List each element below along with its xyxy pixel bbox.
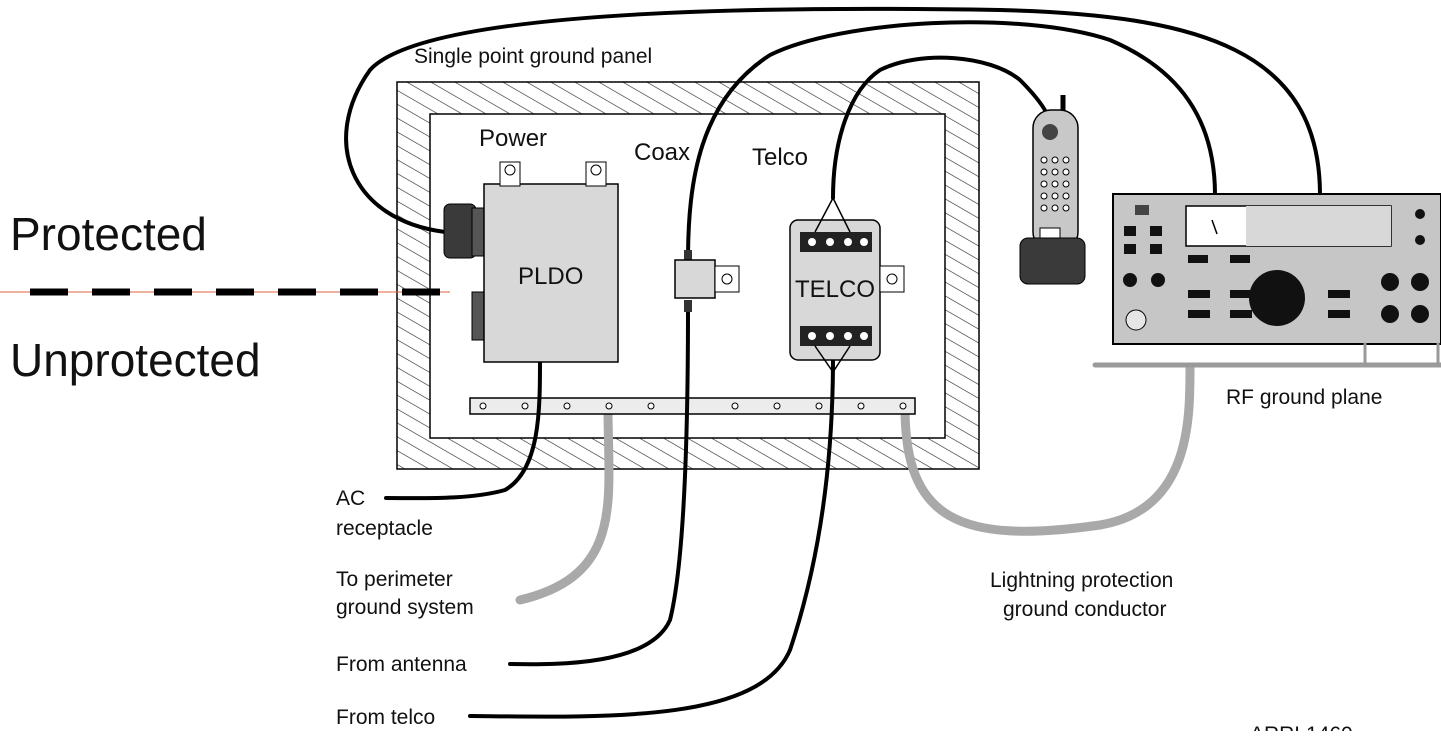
pldo-protector (443, 161, 619, 363)
ground-bus-bar (469, 397, 916, 415)
telco-bottom-cable (468, 356, 835, 719)
from-telco-label: From telco (336, 706, 435, 729)
pldo-label: PLDO (518, 263, 583, 290)
radio-transceiver (1112, 193, 1441, 345)
gray-conductors (515, 363, 1195, 605)
lightning-label-line1: Lightning protection (990, 569, 1173, 592)
power-label: Power (479, 125, 547, 152)
top-loop-cable (344, 6, 1322, 234)
lightning-ground-conductor (900, 363, 1195, 536)
perimeter-ground-conductor (515, 403, 614, 605)
rf-ground-plane (1092, 342, 1441, 368)
perimeter-label-line2: ground system (336, 596, 474, 619)
telco-label: Telco (752, 144, 808, 171)
antenna-cable (508, 306, 690, 667)
protected-label: Protected (10, 208, 207, 260)
lightning-label-line2: ground conductor (1003, 598, 1166, 621)
figure-id-label: ARRL1460 (1250, 723, 1353, 731)
from-antenna-label: From antenna (336, 653, 467, 676)
panel-label: Single point ground panel (414, 45, 652, 68)
black-cables (344, 6, 1322, 719)
telco-box-label: TELCO (795, 276, 875, 303)
telco-top-cable (831, 55, 1052, 200)
ac-cable (384, 358, 542, 501)
coax-label: Coax (634, 139, 690, 166)
telco-protector (789, 197, 905, 374)
perimeter-label-line1: To perimeter (336, 568, 453, 591)
rf-ground-plane-label: RF ground plane (1226, 386, 1382, 409)
coax-top-cable (686, 20, 1217, 262)
coax-arrestor (674, 250, 740, 312)
cordless-phone (1019, 95, 1086, 285)
ac-label-line1: AC (336, 487, 365, 510)
unprotected-label: Unprotected (10, 334, 261, 386)
ac-label-line2: receptacle (336, 517, 433, 540)
